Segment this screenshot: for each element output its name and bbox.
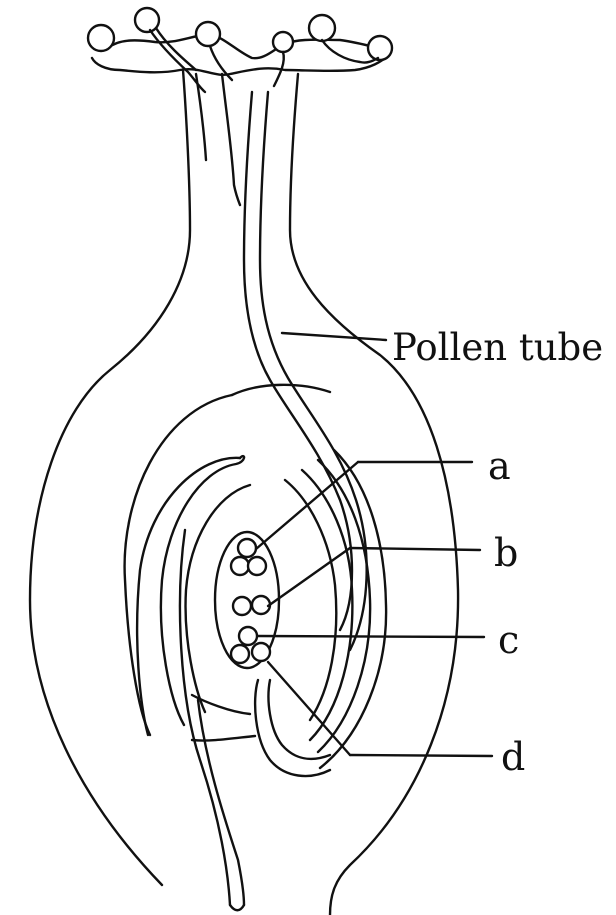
antipodal-cell bbox=[238, 539, 256, 557]
stigma bbox=[88, 8, 392, 92]
synergid bbox=[252, 643, 270, 661]
leader-c bbox=[258, 636, 484, 637]
ovary-wall bbox=[30, 70, 458, 915]
pollen-grain bbox=[196, 22, 220, 46]
leader-lines bbox=[256, 333, 492, 756]
leader-d-h bbox=[350, 755, 492, 756]
pollen-grain bbox=[273, 32, 293, 52]
embryo-sac bbox=[215, 532, 279, 668]
leader-pollen-tube bbox=[282, 333, 386, 340]
label-c: c bbox=[498, 621, 519, 659]
pollen-grain bbox=[368, 36, 392, 60]
polar-nucleus bbox=[252, 596, 270, 614]
antipodal-cell bbox=[231, 557, 249, 575]
leader-b-h bbox=[350, 548, 480, 550]
label-b: b bbox=[494, 534, 518, 572]
pollen-tube bbox=[196, 74, 367, 650]
label-a: a bbox=[488, 447, 511, 485]
polar-nucleus bbox=[233, 597, 251, 615]
egg-cell bbox=[239, 627, 257, 645]
label-d: d bbox=[501, 738, 525, 776]
pollen-grain bbox=[309, 15, 335, 41]
funiculus bbox=[180, 530, 244, 910]
leader-b bbox=[268, 548, 350, 606]
antipodal-cell bbox=[248, 557, 266, 575]
pollen-grain bbox=[88, 25, 114, 51]
synergid bbox=[231, 645, 249, 663]
label-pollen-tube: Pollen tube bbox=[392, 329, 603, 366]
